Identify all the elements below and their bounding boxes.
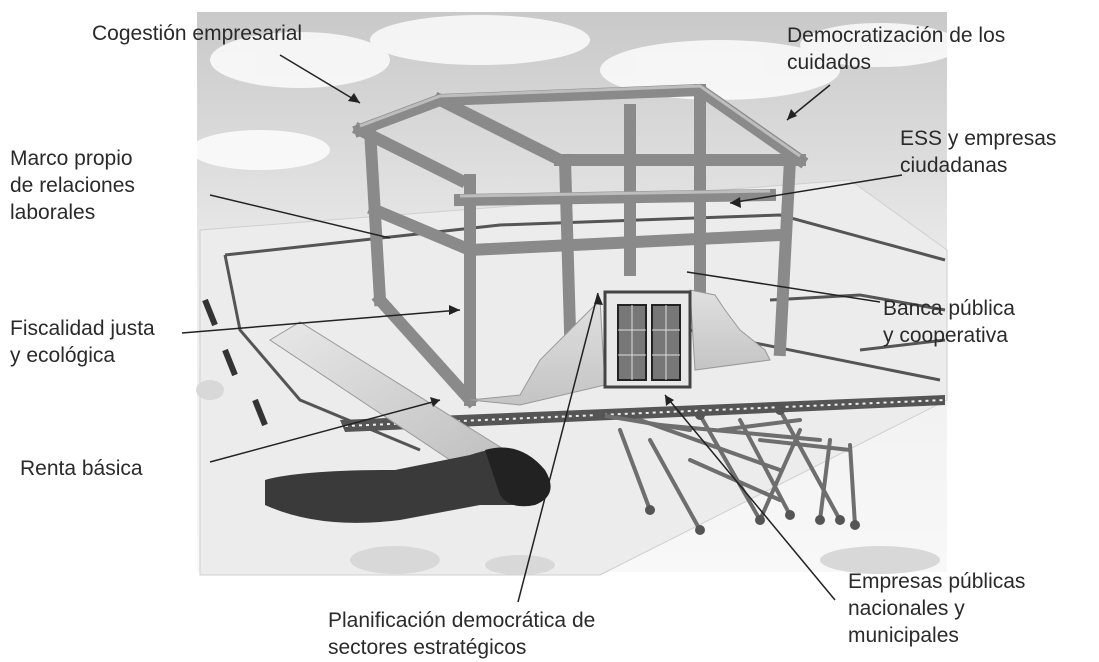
hammer-head	[265, 449, 522, 523]
hammer	[265, 321, 551, 523]
pointer-cogestion	[279, 54, 361, 104]
label-marco: Marco propio de relaciones laborales	[10, 145, 135, 226]
brick-wall	[469, 298, 606, 406]
nails	[598, 408, 857, 532]
frame-highlights	[359, 84, 801, 198]
blueprint-circles	[196, 380, 940, 575]
label-line: Fiscalidad justa	[10, 317, 155, 340]
label-empresas-publicas: Empresas públicas nacionales y municipal…	[848, 568, 1025, 649]
label-line: Marco propio	[10, 147, 133, 170]
pointer-empresas	[664, 394, 836, 601]
label-democratizacion: Democratización de los cuidados	[787, 22, 1005, 76]
pointer-lines	[181, 54, 903, 603]
blueprint-dashes	[202, 298, 268, 427]
label-cogestion-text: Cogestión empresarial	[92, 22, 303, 45]
label-line: ciudadanas	[900, 154, 1008, 177]
pointer-banca	[686, 271, 881, 303]
label-line: de relaciones	[10, 174, 135, 197]
label-renta-text: Renta básica	[20, 457, 143, 480]
label-ess: ESS y empresas ciudadanas	[900, 125, 1056, 179]
pointer-renta	[209, 399, 441, 463]
label-line: laborales	[10, 201, 96, 224]
pointer-planificacion	[517, 292, 599, 603]
label-line: y cooperativa	[883, 324, 1008, 347]
label-line: Empresas públicas	[848, 570, 1026, 593]
label-line: sectores estratégicos	[328, 636, 527, 659]
label-line: municipales	[848, 624, 959, 647]
label-banca: Banca pública y cooperativa	[883, 295, 1015, 349]
label-line: ESS y empresas	[900, 127, 1057, 150]
brick-wall-right	[689, 289, 771, 371]
label-renta: Renta básica	[20, 455, 143, 482]
label-fiscalidad: Fiscalidad justa y ecológica	[10, 315, 155, 369]
label-line: cuidados	[787, 51, 872, 74]
house-frame	[351, 83, 809, 409]
label-line: Planificación democrática de	[328, 609, 596, 632]
label-line: nacionales y	[848, 597, 965, 620]
pointer-arrowheads	[348, 93, 797, 407]
label-planificacion: Planificación democrática de sectores es…	[328, 607, 595, 661]
label-line: y ecológica	[10, 344, 116, 367]
pointer-ess	[729, 174, 903, 204]
nail-heads	[595, 405, 860, 535]
pointer-fiscalidad	[181, 309, 461, 334]
ruler	[340, 395, 945, 432]
door	[603, 290, 692, 389]
clouds	[190, 15, 960, 170]
pointer-marco	[209, 194, 391, 239]
label-cogestion: Cogestión empresarial	[92, 20, 302, 47]
label-line: Democratización de los	[787, 24, 1006, 47]
label-line: Banca pública	[883, 297, 1015, 320]
